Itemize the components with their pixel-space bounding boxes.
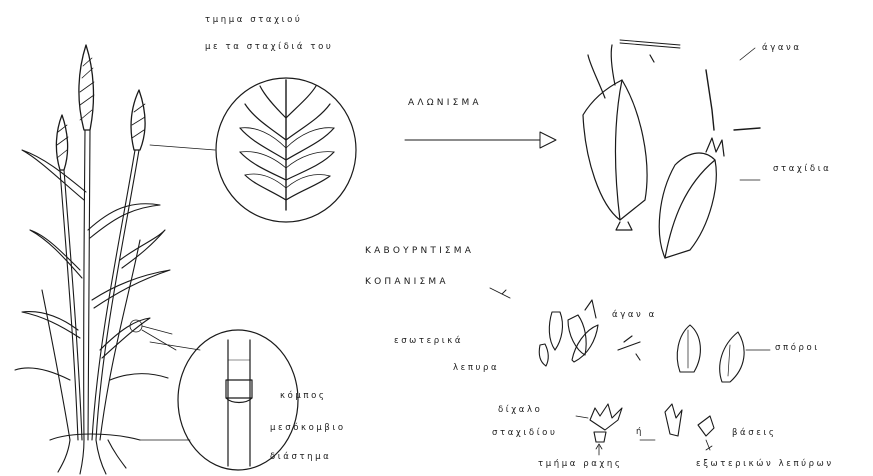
spikelets-drawing	[583, 40, 760, 258]
spikelets-label: σταχίδια	[773, 165, 831, 174]
inner-glumes-label-line1: εσωτερικά	[394, 337, 463, 346]
spike-section-magnifier	[216, 78, 356, 222]
awns-label-mid: άγαν α	[612, 311, 657, 320]
rachis-section-label: τμήμα ραχης	[538, 460, 623, 469]
roasting-label: ΚΑΒΟΥΡΝΤΙΣΜΑ	[365, 247, 474, 256]
awns-label-top: άγανα	[762, 44, 802, 53]
or-label: ή	[636, 428, 644, 437]
threshing-arrow	[405, 132, 556, 148]
fork-label-line1: δίχαλο	[498, 406, 542, 415]
pounding-label: ΚΟΠΑΝΙΣΜΑ	[365, 278, 449, 287]
spike-section-label-line2: με τα σταχίδιά του	[205, 43, 333, 52]
spike-section-label-line1: τμημα σταχιού	[205, 16, 302, 25]
outer-glumes-label: εξωτερικών λεπύρων	[696, 460, 834, 469]
interval-label: διάστημα	[270, 453, 331, 462]
seeds-label: σπόροι	[775, 344, 820, 353]
node-label: κόμπος	[280, 392, 327, 401]
internode-label: μεσόκομβιο	[270, 424, 346, 433]
fork-label-line2: σταχιδίου	[492, 429, 558, 438]
wheat-plant-drawing	[15, 45, 190, 474]
bases-label: βάσεις	[732, 429, 776, 438]
threshing-label: ΑΛΩΝΙΣΜΑ	[408, 99, 482, 108]
inner-glumes-label-line2: λεπυρα	[453, 364, 499, 373]
pounding-arrow	[490, 288, 510, 298]
